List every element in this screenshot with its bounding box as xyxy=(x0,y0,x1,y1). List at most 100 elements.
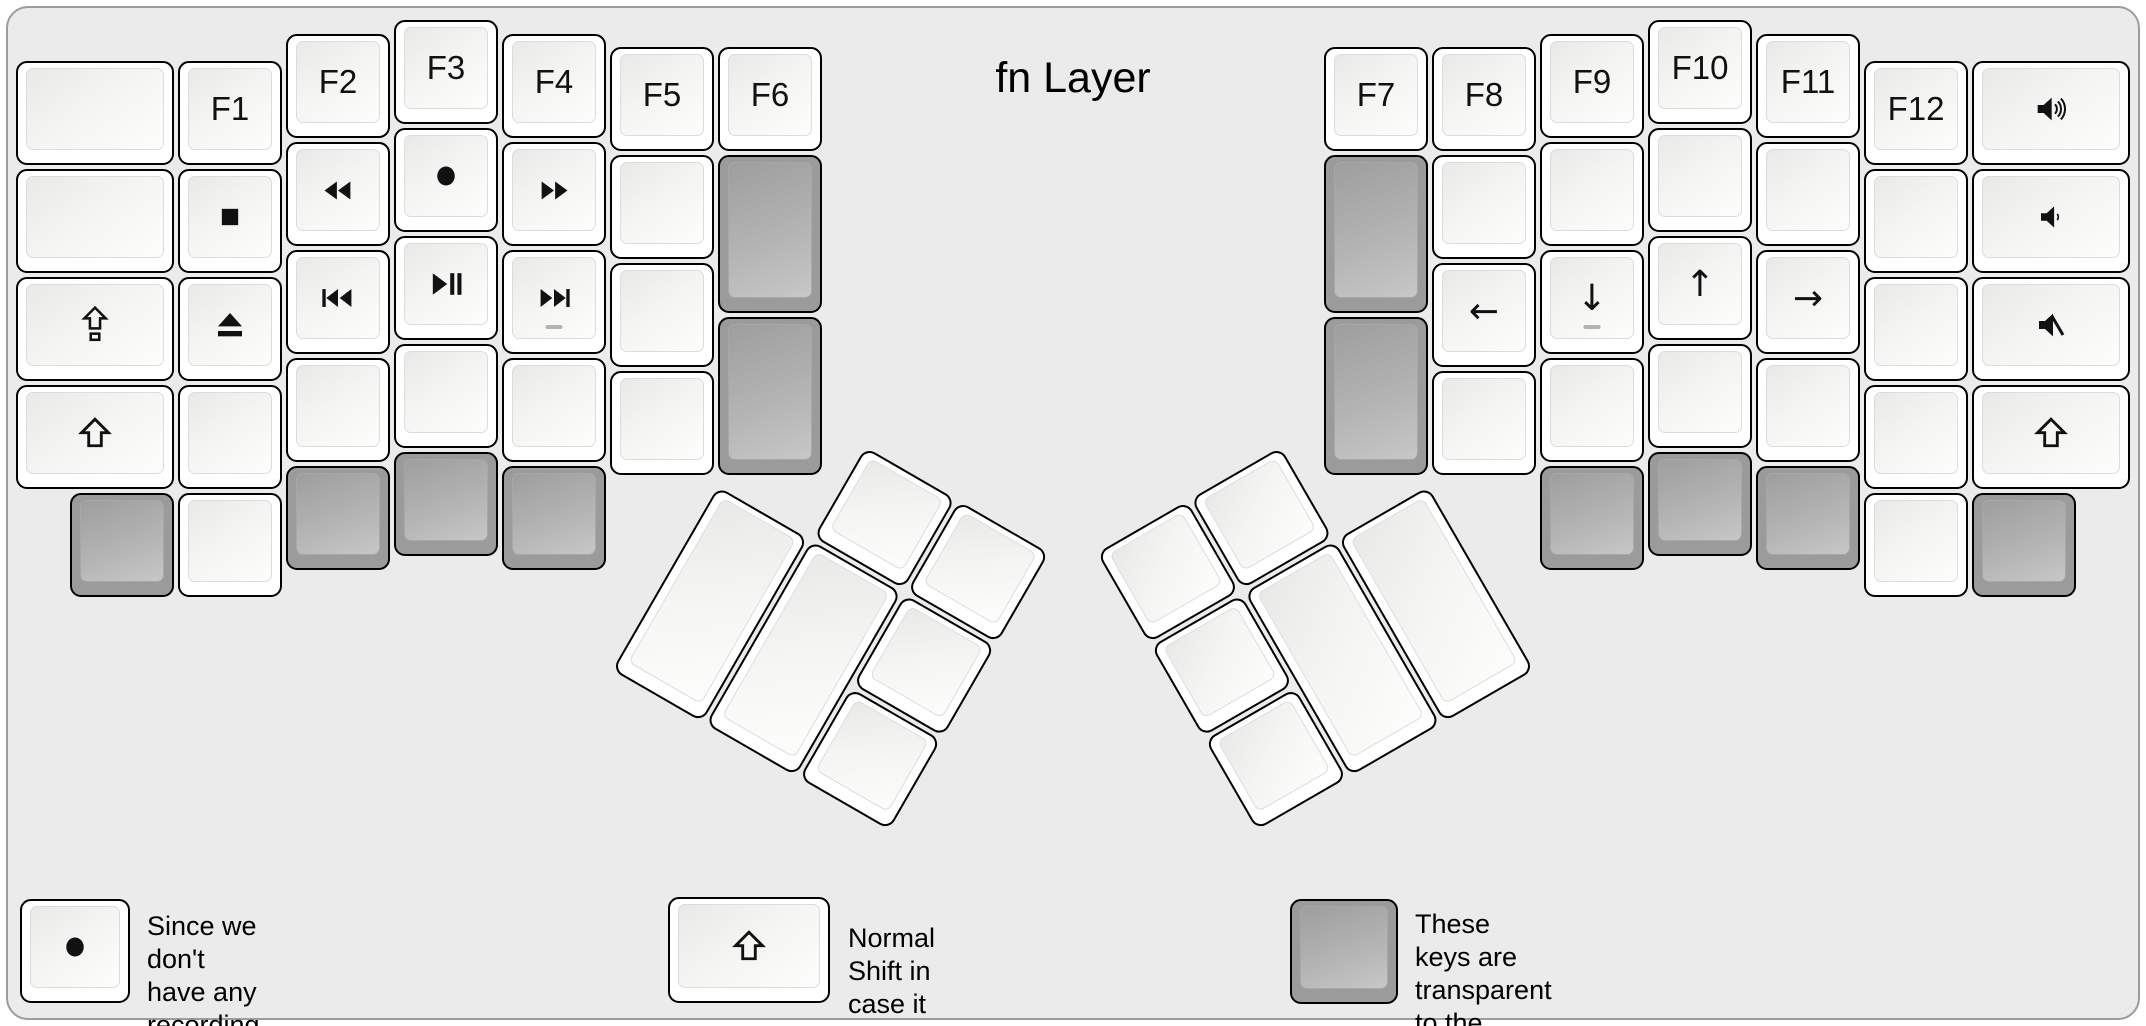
keycap-face xyxy=(80,500,164,582)
keycap-face: ↓ xyxy=(1550,257,1634,339)
key-blank[interactable] xyxy=(1756,358,1860,462)
key-transparent[interactable] xyxy=(70,493,174,597)
keycap-face xyxy=(1982,284,2120,366)
key-blank[interactable] xyxy=(610,263,714,367)
keycap-face xyxy=(829,458,944,572)
key-stop[interactable] xyxy=(178,169,282,273)
key-blank[interactable] xyxy=(1864,493,1968,597)
key-transparent[interactable] xyxy=(718,317,822,475)
key-transparent[interactable] xyxy=(718,155,822,313)
page-title: fn Layer xyxy=(995,54,1151,102)
key-left-arrow[interactable]: ← xyxy=(1432,263,1536,367)
key-blank[interactable] xyxy=(1432,155,1536,259)
key-transparent[interactable] xyxy=(1324,317,1428,475)
keycap-face xyxy=(1334,324,1418,460)
key-f3[interactable]: F3 xyxy=(394,20,498,124)
key-blank[interactable] xyxy=(178,385,282,489)
key-f5[interactable]: F5 xyxy=(610,47,714,151)
key-label: F3 xyxy=(426,49,466,86)
keycap-face: ↑ xyxy=(1658,243,1742,325)
legend-key-shift xyxy=(668,897,830,1003)
key-down-arrow[interactable]: ↓ xyxy=(1540,250,1644,354)
keycap-face: F5 xyxy=(620,54,704,136)
stop-icon xyxy=(221,208,239,226)
keycap-face xyxy=(296,365,380,447)
keycap-face: F4 xyxy=(512,41,596,123)
key-eject[interactable] xyxy=(178,277,282,381)
key-transparent[interactable] xyxy=(1972,493,2076,597)
key-blank[interactable] xyxy=(16,169,174,273)
key-volume-down[interactable] xyxy=(1972,169,2130,273)
key-f11[interactable]: F11 xyxy=(1756,34,1860,138)
key-mute[interactable] xyxy=(1972,277,2130,381)
keycap-face xyxy=(512,365,596,447)
key-blank[interactable] xyxy=(1756,142,1860,246)
key-prev-track[interactable] xyxy=(286,250,390,354)
key-f6[interactable]: F6 xyxy=(718,47,822,151)
homing-bar xyxy=(1583,325,1601,329)
key-transparent[interactable] xyxy=(502,466,606,570)
key-transparent[interactable] xyxy=(394,452,498,556)
key-f9[interactable]: F9 xyxy=(1540,34,1644,138)
keycap-face xyxy=(188,284,272,366)
key-f8[interactable]: F8 xyxy=(1432,47,1536,151)
key-volume-up[interactable] xyxy=(1972,61,2130,165)
key-label: F12 xyxy=(1887,90,1945,127)
keycap-face xyxy=(188,176,272,258)
key-transparent[interactable] xyxy=(1648,452,1752,556)
key-blank[interactable] xyxy=(286,358,390,462)
key-f4[interactable]: F4 xyxy=(502,34,606,138)
key-caps-lock[interactable] xyxy=(16,277,174,381)
key-rewind[interactable] xyxy=(286,142,390,246)
key-next-track[interactable] xyxy=(502,250,606,354)
key-play-pause[interactable] xyxy=(394,236,498,340)
key-right-arrow[interactable]: → xyxy=(1756,250,1860,354)
key-blank[interactable] xyxy=(16,61,174,165)
key-blank[interactable] xyxy=(610,155,714,259)
key-f2[interactable]: F2 xyxy=(286,34,390,138)
keycap-face xyxy=(296,257,380,339)
keycap-face xyxy=(512,257,596,339)
key-blank[interactable] xyxy=(502,358,606,462)
key-up-arrow[interactable]: ↑ xyxy=(1648,236,1752,340)
keycap-face: F8 xyxy=(1442,54,1526,136)
key-blank[interactable] xyxy=(178,493,282,597)
key-blank[interactable] xyxy=(1540,358,1644,462)
key-f7[interactable]: F7 xyxy=(1324,47,1428,151)
record-icon xyxy=(66,937,84,957)
fast-forward-icon xyxy=(541,181,568,199)
key-transparent[interactable] xyxy=(286,466,390,570)
key-blank[interactable] xyxy=(1432,371,1536,475)
key-f10[interactable]: F10 xyxy=(1648,20,1752,124)
key-blank[interactable] xyxy=(1864,385,1968,489)
key-f1[interactable]: F1 xyxy=(178,61,282,165)
key-fast-forward[interactable] xyxy=(502,142,606,246)
key-label: F4 xyxy=(534,63,574,100)
keycap-face xyxy=(26,284,164,366)
key-transparent[interactable] xyxy=(1756,466,1860,570)
record-icon xyxy=(437,166,455,186)
key-shift-left[interactable] xyxy=(16,385,174,489)
key-blank[interactable] xyxy=(1648,128,1752,232)
key-transparent[interactable] xyxy=(1324,155,1428,313)
keycap-face xyxy=(620,378,704,460)
keycap-face: F11 xyxy=(1766,41,1850,123)
keycap-face xyxy=(26,392,164,474)
key-blank[interactable] xyxy=(1864,169,1968,273)
keycap-face xyxy=(296,149,380,231)
keycap-face xyxy=(1658,135,1742,217)
keycap-face xyxy=(188,392,272,474)
key-shift-right[interactable] xyxy=(1972,385,2130,489)
keycap-face xyxy=(1550,365,1634,447)
key-blank[interactable] xyxy=(1540,142,1644,246)
key-blank[interactable] xyxy=(610,371,714,475)
key-blank[interactable] xyxy=(1864,277,1968,381)
key-blank[interactable] xyxy=(1648,344,1752,448)
mute-icon xyxy=(2039,313,2065,337)
key-label: F9 xyxy=(1572,63,1612,100)
key-transparent[interactable] xyxy=(1540,466,1644,570)
key-record[interactable] xyxy=(394,128,498,232)
key-f12[interactable]: F12 xyxy=(1864,61,1968,165)
right-arrow-icon: → xyxy=(1792,277,1824,319)
key-blank[interactable] xyxy=(394,344,498,448)
